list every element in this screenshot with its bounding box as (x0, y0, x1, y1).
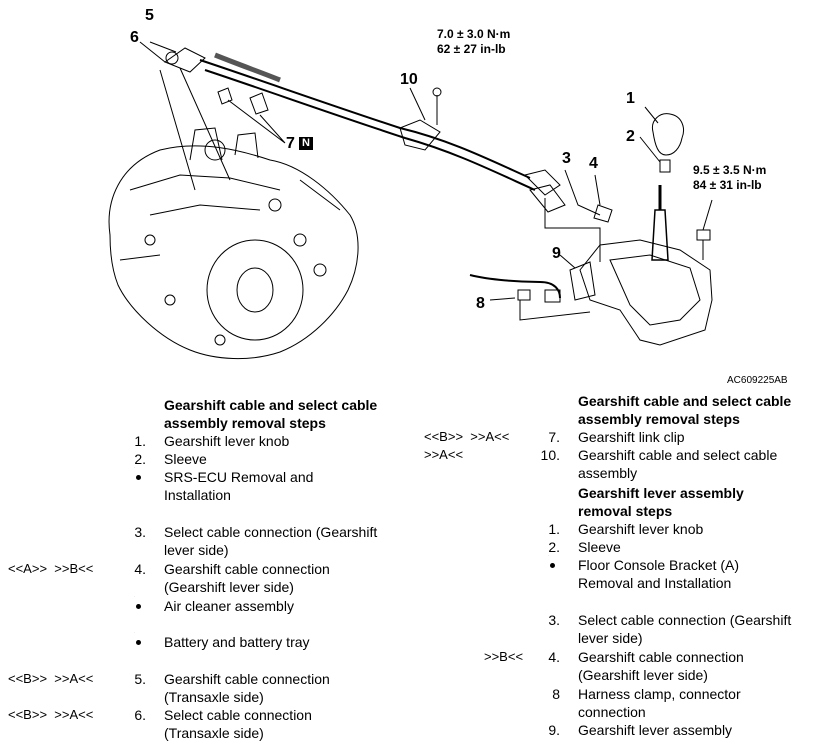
step-text: assembly (578, 465, 638, 481)
step-reference-mark: <<B>> >>A<< (424, 429, 510, 444)
step-text: connection (578, 704, 646, 720)
step-text: Gearshift cable and select cable (578, 447, 778, 463)
step-text: Gearshift link clip (578, 429, 685, 445)
step-text: Gearshift lever assembly (578, 722, 733, 738)
step-text: SRS-ECU Removal and (164, 469, 314, 485)
step-number: 4. (548, 649, 560, 665)
torque-spec-1-inlb: 62 ± 27 in-lb (437, 42, 506, 56)
torque-spec-2-nm: 9.5 ± 3.5 N·m (693, 163, 767, 177)
right-heading-line2: assembly removal steps (578, 411, 740, 427)
step-reference-mark: <<B>> >>A<< (8, 707, 94, 722)
step-text: (Gearshift lever side) (164, 579, 294, 595)
step-number: 3. (134, 524, 146, 540)
transaxle-bell-housing (206, 239, 304, 341)
step-text: Gearshift cable connection (578, 649, 744, 665)
step-number: 8 (552, 686, 560, 702)
step-text: (Gearshift lever side) (578, 667, 708, 683)
callout-9: 9 (552, 245, 561, 262)
torque-spec-1-nm: 7.0 ± 3.0 N·m (437, 27, 511, 41)
step-text: Gearshift lever knob (578, 521, 704, 537)
step-text: Battery and battery tray (164, 634, 310, 650)
new-part-badge: N (299, 137, 313, 150)
step-number: 7. (548, 429, 560, 445)
cable-end-transaxle (163, 47, 206, 73)
step-number: 4. (134, 561, 146, 577)
step-number: 10. (540, 447, 560, 463)
callout-2: 2 (626, 128, 635, 145)
step-text: Gearshift lever knob (164, 433, 290, 449)
step-text: Removal and Installation (578, 575, 732, 591)
step-text: lever side) (164, 542, 229, 558)
step-text: Air cleaner assembly (164, 598, 294, 614)
step-text: Select cable connection (164, 707, 312, 723)
callout-5: 5 (145, 7, 154, 24)
step-number: 1. (134, 433, 146, 449)
link-clip (217, 87, 269, 115)
figure-id: AC609225AB (727, 375, 788, 386)
step-text: (Transaxle side) (164, 725, 264, 741)
step-text: Gearshift cable connection (164, 561, 330, 577)
gearshift-knob (651, 113, 684, 156)
step-text: Select cable connection (Gearshift (578, 612, 792, 628)
step-reference-mark: <<A>> >>B<< (8, 561, 94, 576)
step-number: 2. (548, 539, 560, 555)
right-subheading-line2: removal steps (578, 503, 673, 519)
step-text: Installation (164, 487, 231, 503)
harness (469, 274, 561, 299)
step-text: (Transaxle side) (164, 689, 264, 705)
exploded-view-diagram: 5 6 7 N 10 1 2 3 4 9 8 7.0 ± 3.0 N·m 62 … (0, 0, 817, 386)
step-number: 3. (548, 612, 560, 628)
step-text: Sleeve (578, 539, 621, 555)
bullet-icon (550, 563, 555, 568)
step-text: lever side) (578, 630, 643, 646)
step-text: Floor Console Bracket (A) (578, 557, 740, 573)
torque-spec-2-inlb: 84 ± 31 in-lb (693, 178, 762, 192)
step-number: 1. (548, 521, 560, 537)
bullet-icon (136, 475, 141, 480)
callout-3: 3 (562, 150, 571, 167)
right-heading-line1: Gearshift cable and select cable (578, 393, 792, 409)
callout-7: 7 (286, 135, 295, 152)
step-text: Gearshift cable connection (164, 671, 330, 687)
diagram-drawing (108, 41, 713, 359)
bullet-icon (136, 640, 141, 645)
step-number: 9. (548, 722, 560, 738)
gearshift-cable (199, 59, 531, 179)
left-heading-line2: assembly removal steps (164, 415, 326, 431)
callout-4: 4 (589, 155, 598, 172)
callout-1: 1 (626, 90, 635, 107)
step-reference-mark: >>B<< (484, 649, 524, 664)
callout-6: 6 (130, 29, 139, 46)
transaxle-outline (108, 145, 359, 359)
callout-10: 10 (400, 71, 418, 88)
callout-8: 8 (476, 295, 485, 312)
right-subheading-line1: Gearshift lever assembly (578, 485, 744, 501)
step-reference-mark: >>A<< (424, 447, 464, 462)
step-reference-mark: <<B>> >>A<< (8, 671, 94, 686)
gearshift-lever-assembly (579, 239, 713, 346)
bullet-icon (136, 604, 141, 609)
left-heading-line1: Gearshift cable and select cable (164, 397, 378, 413)
step-text: Select cable connection (Gearshift (164, 524, 378, 540)
step-text: Sleeve (164, 451, 207, 467)
step-number: 5. (134, 671, 146, 687)
step-number: 2. (134, 451, 146, 467)
select-cable (204, 69, 536, 191)
step-text: Harness clamp, connector (578, 686, 741, 702)
step-number: 6. (134, 707, 146, 723)
